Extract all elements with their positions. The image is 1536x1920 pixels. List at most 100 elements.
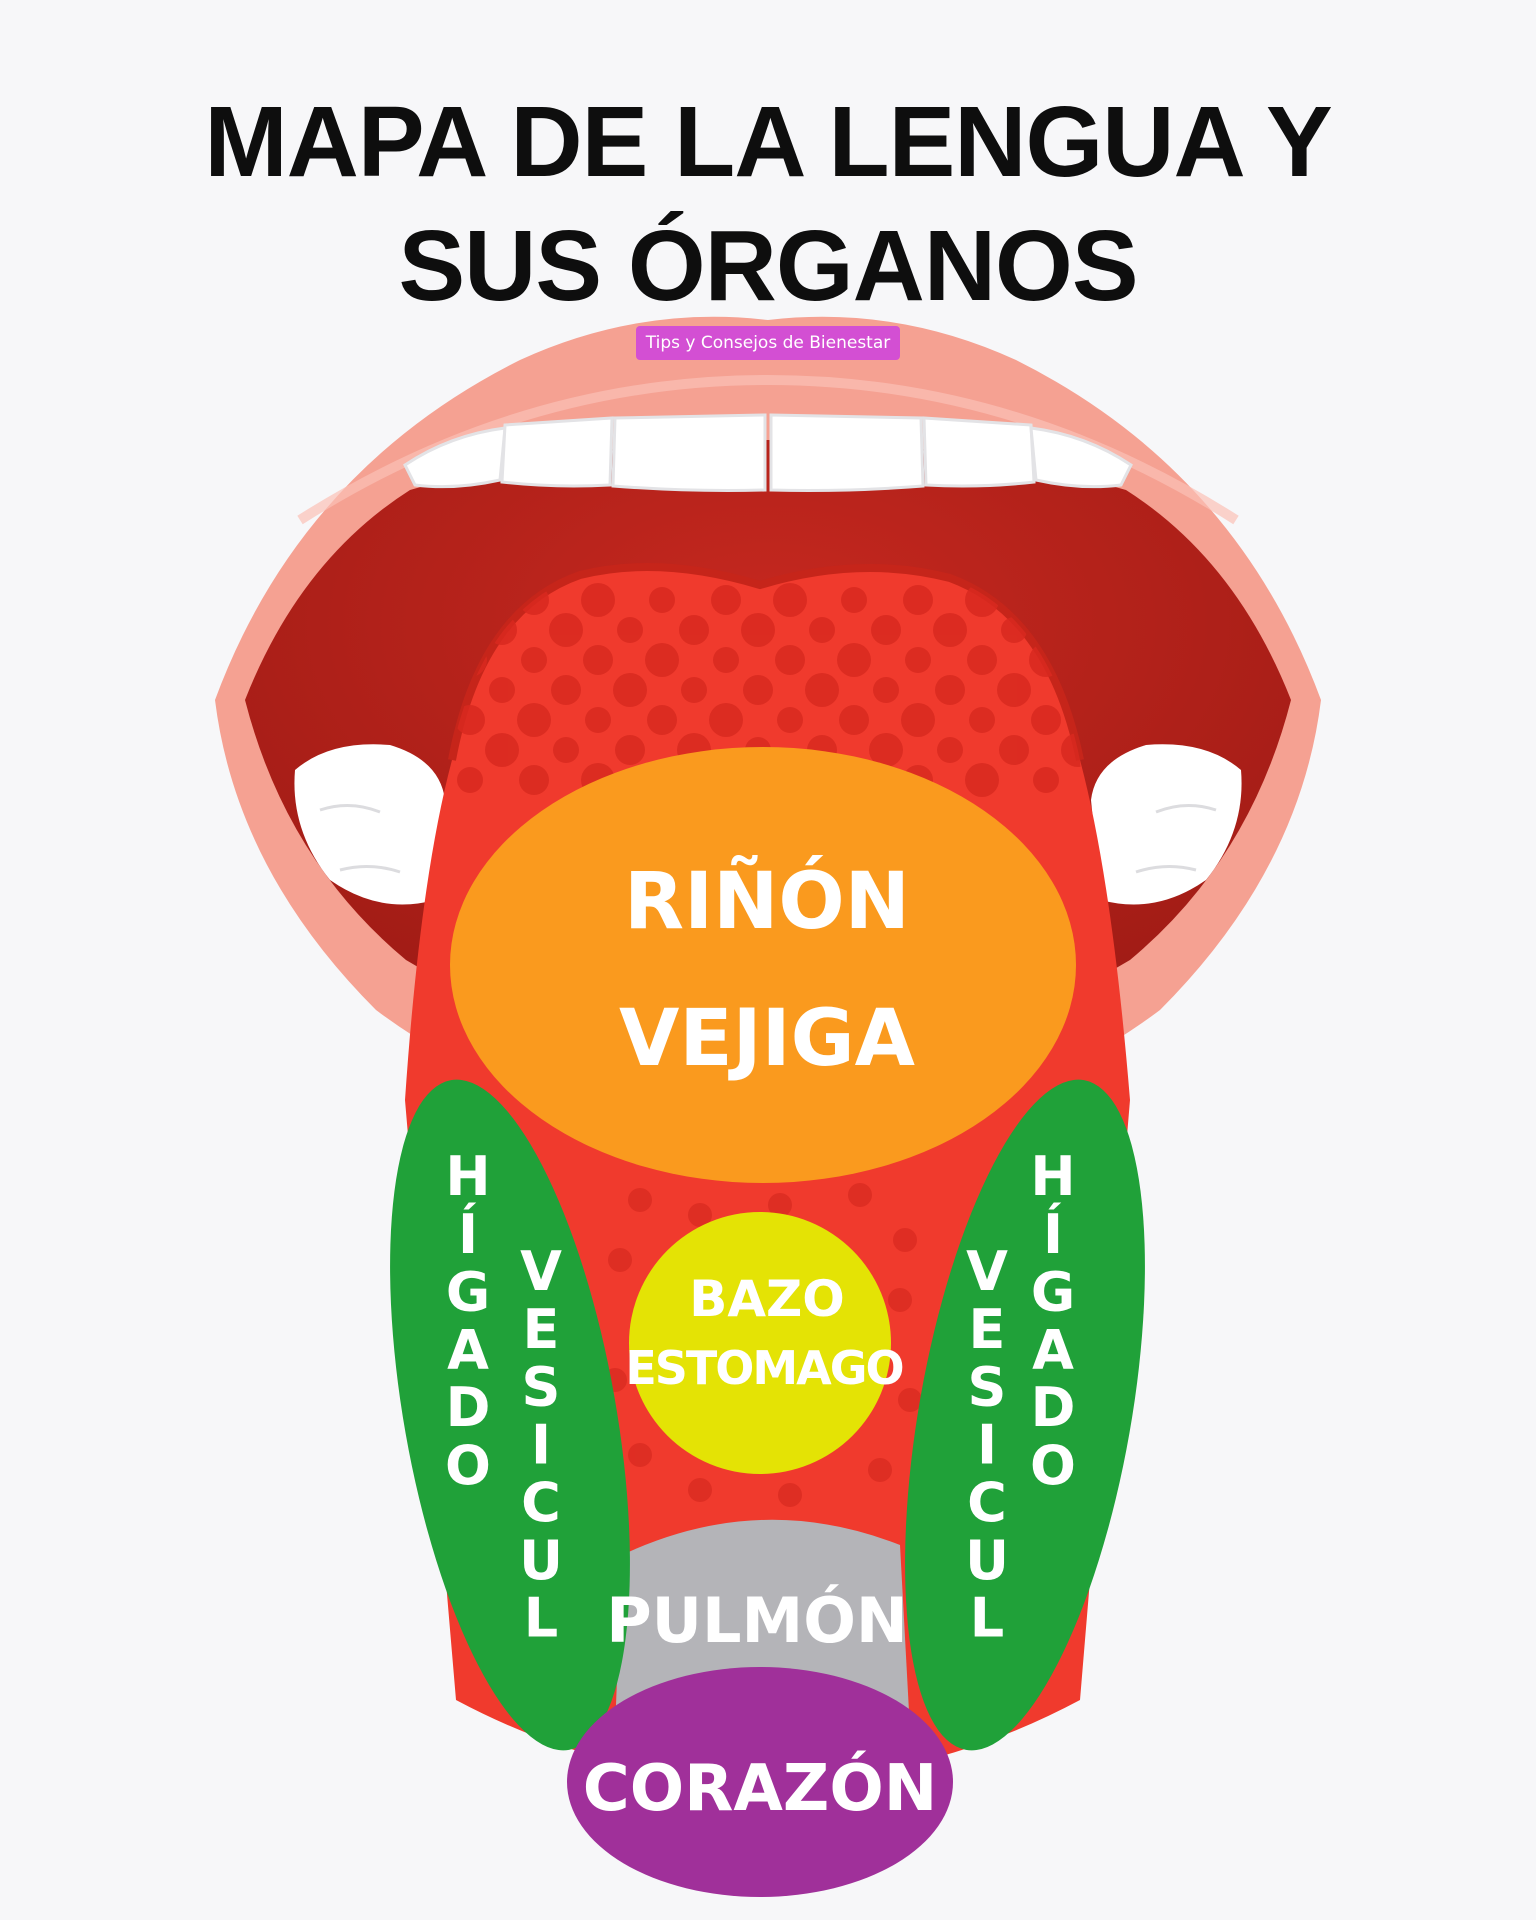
title-line-1: MAPA DE LA LENGUA Y bbox=[204, 86, 1332, 198]
papilla-dot bbox=[778, 1483, 802, 1507]
papilla-dot bbox=[775, 645, 805, 675]
papilla-dot bbox=[681, 677, 707, 703]
papilla-dot bbox=[903, 585, 933, 615]
vertical-letter: H bbox=[445, 1145, 494, 1208]
title-line-2: SUS ÓRGANOS bbox=[398, 210, 1138, 322]
vertical-letter: A bbox=[1032, 1318, 1078, 1381]
papilla-dot bbox=[999, 735, 1029, 765]
papilla-dot bbox=[649, 587, 675, 613]
papilla-dot bbox=[777, 707, 803, 733]
upper-teeth bbox=[403, 413, 1133, 492]
papilla-dot bbox=[741, 613, 775, 647]
vertical-letter: L bbox=[970, 1587, 1008, 1650]
papilla-dot bbox=[617, 617, 643, 643]
papilla-dot bbox=[848, 1183, 872, 1207]
vertical-letter: Í bbox=[458, 1203, 482, 1266]
vertical-letter: U bbox=[519, 1529, 567, 1592]
papilla-dot bbox=[898, 1388, 922, 1412]
vertical-letter: D bbox=[446, 1376, 495, 1439]
papilla-dot bbox=[997, 673, 1031, 707]
liver-gallbladder-zone-right bbox=[905, 1079, 1145, 1751]
papilla-dot bbox=[841, 587, 867, 613]
papilla-dot bbox=[628, 1188, 652, 1212]
papilla-dot bbox=[1033, 767, 1059, 793]
papilla-dot bbox=[839, 705, 869, 735]
vertical-letter: G bbox=[1031, 1261, 1079, 1324]
papilla-dot bbox=[969, 707, 995, 733]
papilla-dot bbox=[713, 647, 739, 673]
vertical-letter: U bbox=[965, 1529, 1013, 1592]
spleen-stomach-zone bbox=[629, 1212, 891, 1474]
vertical-letter: S bbox=[968, 1356, 1011, 1419]
lower-tooth-left bbox=[294, 744, 445, 905]
papilla-dot bbox=[868, 1458, 892, 1482]
papilla-dot bbox=[1031, 705, 1061, 735]
papilla-dot bbox=[809, 617, 835, 643]
papilla-dot bbox=[551, 675, 581, 705]
papilla-dot bbox=[869, 733, 903, 767]
papilla-dot bbox=[711, 585, 741, 615]
papilla-dot bbox=[905, 647, 931, 673]
vertical-letter: C bbox=[521, 1471, 565, 1534]
papilla-dot bbox=[553, 737, 579, 763]
vertical-letter: H bbox=[1030, 1145, 1079, 1208]
papilla-dot bbox=[743, 675, 773, 705]
papilla-dot bbox=[967, 645, 997, 675]
vertical-letter: V bbox=[520, 1240, 566, 1303]
papilla-dot bbox=[679, 615, 709, 645]
papilla-dot bbox=[773, 583, 807, 617]
label-pulmon: PULMÓN bbox=[606, 1584, 908, 1657]
page-title: MAPA DE LA LENGUA Y SUS ÓRGANOS bbox=[0, 80, 1536, 328]
papilla-dot bbox=[937, 737, 963, 763]
papilla-dot bbox=[893, 1228, 917, 1252]
papilla-dot bbox=[888, 1288, 912, 1312]
papilla-dot bbox=[688, 1478, 712, 1502]
papilla-dot bbox=[519, 765, 549, 795]
liver-gallbladder-zone-left bbox=[390, 1079, 630, 1751]
label-vejiga: VEJIGA bbox=[619, 994, 915, 1084]
vertical-letter: G bbox=[446, 1261, 494, 1324]
papilla-dot bbox=[485, 733, 519, 767]
vertical-letter: I bbox=[531, 1413, 555, 1476]
vertical-letter: O bbox=[1030, 1434, 1080, 1497]
papilla-dot bbox=[965, 763, 999, 797]
vertical-letter: D bbox=[1031, 1376, 1080, 1439]
papilla-dot bbox=[457, 767, 483, 793]
papilla-dot bbox=[585, 707, 611, 733]
vertical-letter: Í bbox=[1043, 1203, 1067, 1266]
papilla-dot bbox=[608, 1248, 632, 1272]
papilla-dot bbox=[768, 1193, 792, 1217]
papilla-dot bbox=[455, 705, 485, 735]
papilla-dot bbox=[901, 703, 935, 737]
papilla-dot bbox=[549, 613, 583, 647]
vertical-letter: O bbox=[445, 1434, 495, 1497]
papilla-dot bbox=[935, 675, 965, 705]
label-bazo: BAZO bbox=[689, 1270, 845, 1328]
papilla-dot bbox=[521, 647, 547, 673]
papilla-dot bbox=[805, 673, 839, 707]
papilla-dot bbox=[645, 643, 679, 677]
papilla-dot bbox=[709, 703, 743, 737]
papilla-dot bbox=[628, 1443, 652, 1467]
papilla-dot bbox=[583, 645, 613, 675]
heart-zone bbox=[567, 1667, 953, 1897]
papilla-dot bbox=[613, 673, 647, 707]
vertical-letter: S bbox=[522, 1356, 565, 1419]
papilla-dot bbox=[647, 705, 677, 735]
papilla-dot bbox=[581, 583, 615, 617]
papilla-dot bbox=[615, 735, 645, 765]
papilla-dot bbox=[873, 677, 899, 703]
papilla-dot bbox=[517, 703, 551, 737]
papilla-dot bbox=[688, 1203, 712, 1227]
label-corazon: CORAZÓN bbox=[583, 1750, 938, 1826]
vertical-letter: E bbox=[523, 1298, 564, 1361]
label-estomago: ESTOMAGO bbox=[625, 1341, 902, 1395]
vertical-letter: A bbox=[447, 1318, 493, 1381]
papilla-dot bbox=[871, 615, 901, 645]
label-rinon: RIÑÓN bbox=[624, 855, 910, 947]
papilla-dot bbox=[489, 677, 515, 703]
